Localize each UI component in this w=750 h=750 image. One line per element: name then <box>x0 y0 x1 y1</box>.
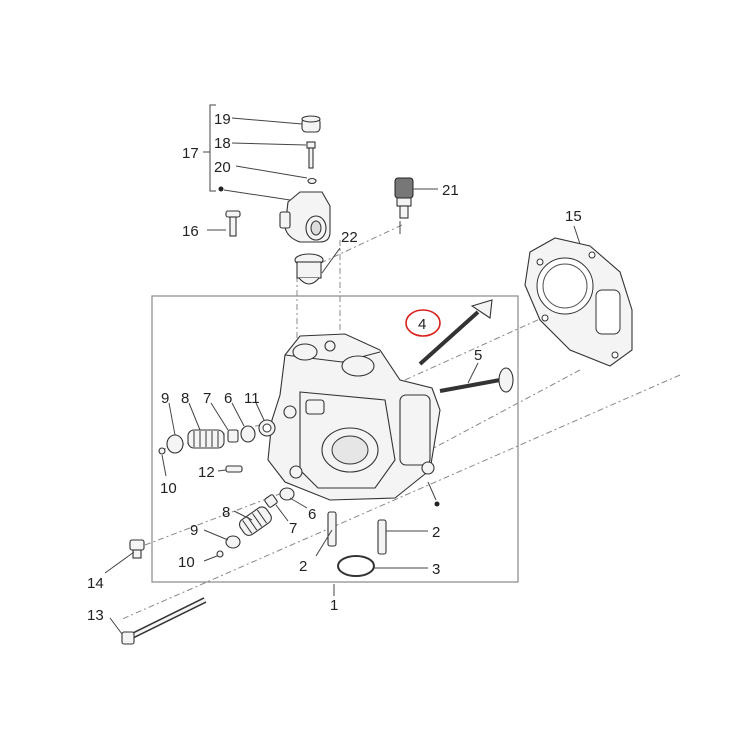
callout-18: 18 <box>214 135 231 152</box>
callout-1: 1 <box>330 597 338 614</box>
plug-bolt <box>129 539 145 559</box>
callout-9a: 9 <box>161 390 169 407</box>
callout-19: 19 <box>214 111 231 128</box>
callout-4: 4 <box>418 316 426 333</box>
callout-5: 5 <box>474 347 482 364</box>
head-gasket <box>524 237 633 367</box>
exhaust-valve <box>439 367 514 393</box>
callout-4-highlight <box>405 309 441 337</box>
callout-6b: 6 <box>308 506 316 523</box>
o-ring <box>337 555 375 577</box>
callout-13: 13 <box>87 607 104 624</box>
callout-3: 3 <box>432 561 440 578</box>
bleed-screw <box>306 141 316 169</box>
oring-small <box>307 177 317 185</box>
upper-leaders <box>161 402 265 477</box>
upper-valve-train <box>158 419 276 473</box>
temperature-sensor <box>394 177 414 219</box>
callout-labels: 19 18 17 20 21 16 22 15 4 5 9 8 7 6 11 1… <box>87 111 582 624</box>
intake-valve <box>418 299 493 366</box>
callout-6a: 6 <box>224 390 232 407</box>
callout-16: 16 <box>182 223 199 240</box>
housing-bolt <box>225 210 241 237</box>
callout-7b: 7 <box>289 520 297 537</box>
callout-9b: 9 <box>190 522 198 539</box>
cylinder-head <box>267 333 441 501</box>
callout-17: 17 <box>182 145 199 162</box>
long-head-bolt <box>121 597 207 645</box>
reference-dot-17 <box>218 186 224 192</box>
callout-10b: 10 <box>178 554 195 571</box>
lower-valve-train <box>216 487 295 558</box>
callout-2a: 2 <box>432 524 440 541</box>
thermostat <box>294 253 324 285</box>
reference-dot-head <box>434 501 440 507</box>
cylinder-head-assembly-box <box>151 295 519 583</box>
callout-8a: 8 <box>181 390 189 407</box>
studs <box>327 511 387 555</box>
callout-15: 15 <box>565 208 582 225</box>
callout-21: 21 <box>442 182 459 199</box>
callout-14: 14 <box>87 575 104 592</box>
callout-22: 22 <box>341 229 358 246</box>
callout-11: 11 <box>244 390 260 407</box>
callout-10a: 10 <box>160 480 177 497</box>
callout-2b: 2 <box>299 558 307 575</box>
callout-12: 12 <box>198 464 215 481</box>
thermostat-cap <box>301 115 321 133</box>
lower-leaders <box>203 497 308 562</box>
callout-20: 20 <box>214 159 231 176</box>
callout-8b: 8 <box>222 504 230 521</box>
thermostat-housing <box>279 191 331 243</box>
callout-7a: 7 <box>203 390 211 407</box>
group-bracket-17 <box>209 104 216 192</box>
